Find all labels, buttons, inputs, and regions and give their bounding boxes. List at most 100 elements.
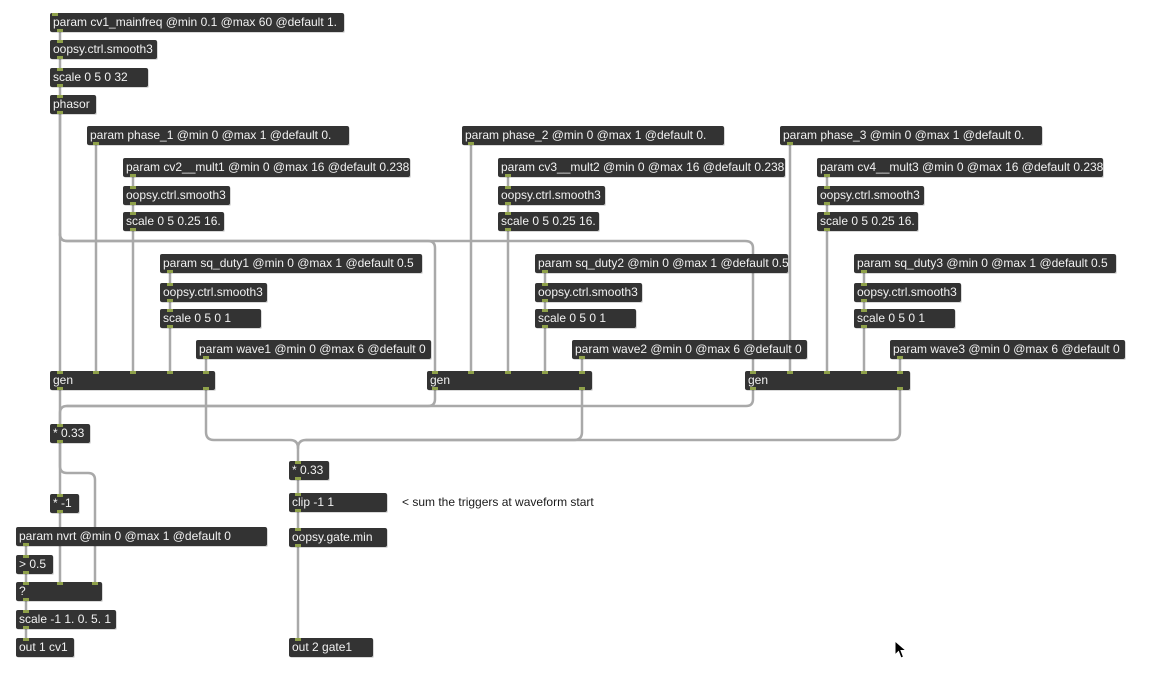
outlet[interactable] [57, 440, 63, 443]
object-param-phase-1[interactable]: param phase_1 @min 0 @max 1 @default 0. [87, 126, 349, 145]
outlet[interactable] [130, 202, 136, 205]
object-switch[interactable]: ? [16, 582, 102, 601]
outlet[interactable] [57, 510, 63, 513]
outlet[interactable] [295, 544, 301, 547]
outlet[interactable] [579, 356, 585, 359]
outlet[interactable] [57, 387, 63, 390]
object-param-wave3[interactable]: param wave3 @min 0 @max 6 @default 0 [890, 340, 1125, 359]
inlet[interactable] [861, 309, 867, 312]
object-param-nvrt[interactable]: param nvrt @min 0 @max 1 @default 0 [16, 527, 267, 546]
object-param-cv3-mult2[interactable]: param cv3__mult2 @min 0 @max 16 @default… [498, 158, 785, 177]
outlet[interactable] [130, 174, 136, 177]
inlet[interactable] [542, 309, 548, 312]
inlet[interactable] [23, 555, 29, 558]
outlet[interactable] [130, 228, 136, 231]
outlet[interactable] [167, 299, 173, 302]
outlet[interactable] [505, 174, 511, 177]
outlet[interactable] [505, 228, 511, 231]
outlet[interactable] [295, 509, 301, 512]
inlet[interactable] [750, 371, 756, 374]
inlet[interactable] [57, 494, 63, 497]
outlet[interactable] [57, 111, 63, 114]
object-scale-out[interactable]: scale -1 1. 0. 5. 1 [16, 610, 116, 629]
outlet[interactable] [897, 356, 903, 359]
inlet[interactable] [505, 186, 511, 189]
object-param-cv1-mainfreq[interactable]: param cv1_mainfreq @min 0.1 @max 60 @def… [50, 13, 344, 32]
object-param-sq-duty1[interactable]: param sq_duty1 @min 0 @max 1 @default 0.… [160, 254, 422, 273]
inlet[interactable] [542, 283, 548, 286]
outlet[interactable] [23, 571, 29, 574]
object-scale-duty2[interactable]: scale 0 5 0 1 [535, 309, 636, 328]
inlet[interactable] [542, 371, 548, 374]
object-greater-than[interactable]: > 0.5 [16, 555, 53, 574]
outlet[interactable] [579, 387, 585, 390]
outlet[interactable] [93, 142, 99, 145]
outlet[interactable] [861, 299, 867, 302]
outlet[interactable] [542, 325, 548, 328]
inlet[interactable] [57, 371, 63, 374]
object-gen-1[interactable]: gen [50, 371, 215, 390]
inlet[interactable] [93, 371, 99, 374]
object-param-sq-duty2[interactable]: param sq_duty2 @min 0 @max 1 @default 0.… [535, 254, 789, 273]
outlet[interactable] [23, 598, 29, 601]
object-param-cv4-mult3[interactable]: param cv4__mult3 @min 0 @max 16 @default… [817, 158, 1103, 177]
outlet[interactable] [505, 202, 511, 205]
inlet[interactable] [57, 40, 63, 43]
object-oopsy-ctrl-smooth3[interactable]: oopsy.ctrl.smooth3 [50, 40, 157, 59]
outlet[interactable] [57, 84, 63, 87]
inlet[interactable] [130, 371, 136, 374]
object-oopsy-ctrl-smooth3[interactable]: oopsy.ctrl.smooth3 [160, 283, 267, 302]
inlet[interactable] [579, 371, 585, 374]
object-scale-duty3[interactable]: scale 0 5 0 1 [854, 309, 955, 328]
outlet[interactable] [824, 174, 830, 177]
outlet[interactable] [167, 325, 173, 328]
inlet[interactable] [57, 424, 63, 427]
object-scale-cv1[interactable]: scale 0 5 0 32 [50, 68, 148, 87]
outlet[interactable] [203, 387, 209, 390]
inlet[interactable] [861, 283, 867, 286]
object-multiply-right[interactable]: * 0.33 [289, 461, 329, 480]
outlet[interactable] [824, 228, 830, 231]
object-gen-2[interactable]: gen [427, 371, 592, 390]
object-param-phase-3[interactable]: param phase_3 @min 0 @max 1 @default 0. [780, 126, 1042, 145]
inlet[interactable] [167, 283, 173, 286]
outlet[interactable] [542, 270, 548, 273]
outlet[interactable] [432, 387, 438, 390]
object-oopsy-ctrl-smooth3[interactable]: oopsy.ctrl.smooth3 [123, 186, 230, 205]
inlet[interactable] [23, 638, 29, 641]
object-negate[interactable]: * -1 [50, 494, 79, 513]
object-out-1-cv1[interactable]: out 1 cv1 [16, 638, 74, 657]
object-multiply-left[interactable]: * 0.33 [50, 424, 90, 443]
inlet[interactable] [468, 371, 474, 374]
object-scale-mult2[interactable]: scale 0 5 0.25 16. [498, 212, 599, 231]
inlet[interactable] [824, 371, 830, 374]
object-param-wave1[interactable]: param wave1 @min 0 @max 6 @default 0 [196, 340, 431, 359]
inlet[interactable] [57, 582, 63, 585]
object-scale-duty1[interactable]: scale 0 5 0 1 [160, 309, 261, 328]
inlet[interactable] [295, 461, 301, 464]
inlet[interactable] [505, 371, 511, 374]
inlet[interactable] [861, 371, 867, 374]
object-param-wave2[interactable]: param wave2 @min 0 @max 6 @default 0 [572, 340, 807, 359]
object-param-phase-2[interactable]: param phase_2 @min 0 @max 1 @default 0. [462, 126, 724, 145]
inlet[interactable] [295, 638, 301, 641]
object-oopsy-gate-min[interactable]: oopsy.gate.min [289, 528, 387, 547]
inlet[interactable] [203, 371, 209, 374]
inlet[interactable] [23, 582, 29, 585]
object-param-cv2-mult1[interactable]: param cv2__mult1 @min 0 @max 16 @default… [123, 158, 410, 177]
object-oopsy-ctrl-smooth3[interactable]: oopsy.ctrl.smooth3 [854, 283, 961, 302]
object-oopsy-ctrl-smooth3[interactable]: oopsy.ctrl.smooth3 [535, 283, 642, 302]
outlet[interactable] [824, 202, 830, 205]
outlet[interactable] [23, 543, 29, 546]
inlet[interactable] [787, 371, 793, 374]
inlet[interactable] [130, 212, 136, 215]
inlet[interactable] [52, 13, 58, 16]
outlet[interactable] [23, 626, 29, 629]
outlet[interactable] [167, 270, 173, 273]
outlet[interactable] [787, 142, 793, 145]
object-phasor[interactable]: phasor [50, 95, 96, 114]
inlet[interactable] [92, 582, 98, 585]
inlet[interactable] [432, 371, 438, 374]
outlet[interactable] [750, 387, 756, 390]
outlet[interactable] [295, 477, 301, 480]
